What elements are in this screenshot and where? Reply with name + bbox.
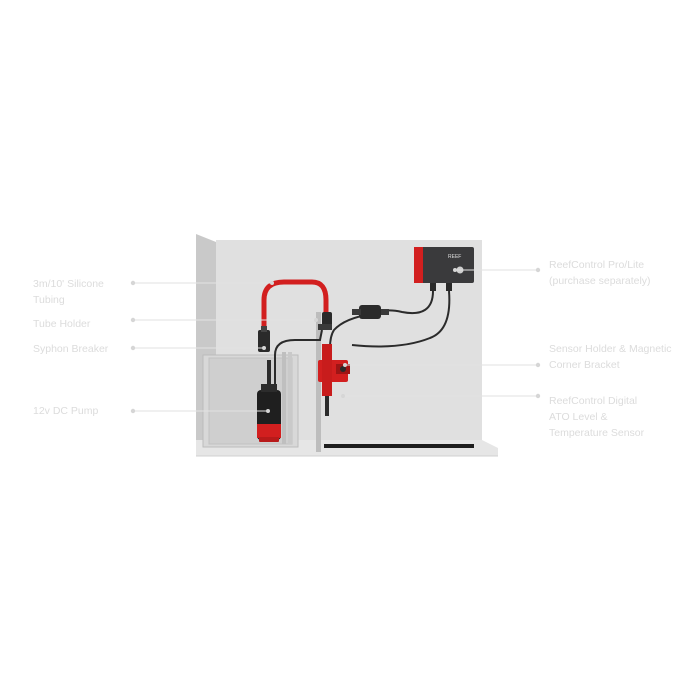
callout-sensor-holder: Sensor Holder & Magnetic Corner Bracket bbox=[549, 343, 672, 371]
center-divider bbox=[316, 312, 321, 452]
reefcontrol-controller: REEF bbox=[414, 247, 474, 291]
leader-dot bbox=[535, 267, 541, 273]
leader-dot bbox=[341, 394, 345, 398]
cable-connector bbox=[359, 305, 381, 319]
callout-dc-pump: 12v DC Pump bbox=[33, 405, 99, 417]
leader-dot bbox=[262, 346, 266, 350]
dc-pump bbox=[257, 360, 281, 442]
callout-syphon-breaker: Syphon Breaker bbox=[33, 343, 109, 355]
leader-dot bbox=[314, 318, 318, 322]
syphon-breaker bbox=[258, 330, 270, 352]
leader-dot bbox=[270, 281, 274, 285]
leader-dot bbox=[130, 317, 136, 323]
leader-dot bbox=[535, 362, 541, 368]
pump-cable bbox=[274, 329, 323, 392]
leader-dot bbox=[453, 268, 457, 272]
leader-dot bbox=[266, 409, 270, 413]
leader-dot bbox=[130, 408, 136, 414]
callout-dots bbox=[130, 267, 541, 414]
silicone-tubing bbox=[261, 279, 329, 348]
floor-shadow bbox=[324, 444, 474, 448]
callout-silicone-tubing: 3m/10' Silicone Tubing bbox=[33, 278, 104, 306]
reservoir-chamber bbox=[202, 352, 299, 448]
sensor-holder bbox=[318, 344, 350, 416]
callout-tube-holder: Tube Holder bbox=[33, 318, 91, 330]
callout-controller: ReefControl Pro/Lite (purchase separatel… bbox=[549, 259, 651, 287]
leader-dot bbox=[130, 345, 136, 351]
leader-dot bbox=[535, 393, 541, 399]
leader-dot bbox=[343, 363, 347, 367]
leader-dot bbox=[130, 280, 136, 286]
callout-leaders bbox=[133, 269, 538, 412]
callout-ato-sensor: ReefControl Digital ATO Level & Temperat… bbox=[549, 395, 645, 439]
controller-badge: REEF bbox=[448, 254, 461, 260]
